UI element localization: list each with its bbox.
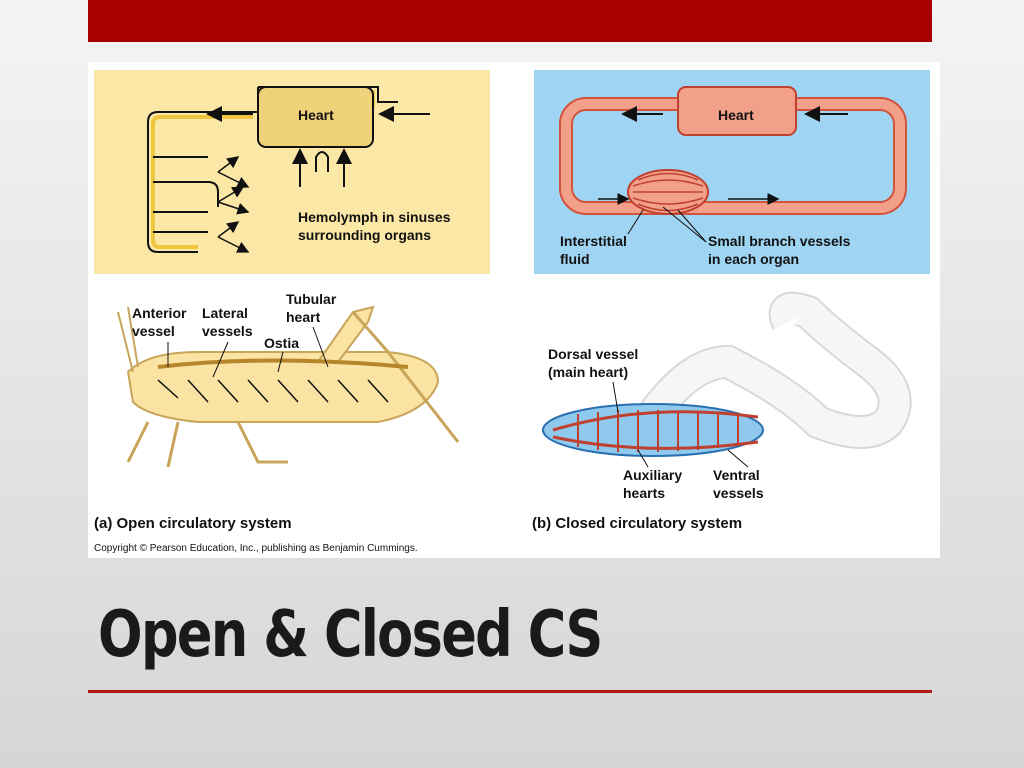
copyright-text: Copyright © Pearson Education, Inc., pub… [94, 543, 418, 554]
ostia-label: Ostia [264, 335, 299, 351]
figure-svg: Heart Hemolymph in sinuses surrounding o… [94, 70, 930, 554]
tubular-label-line1: Tubular [286, 291, 337, 307]
dorsal-label-line1: Dorsal vessel [548, 346, 638, 362]
branch-label-line1: Small branch vessels [708, 233, 851, 249]
earthworm-illustration: Dorsal vessel (main heart) Auxiliary hea… [542, 291, 912, 501]
branch-label-line2: in each organ [708, 251, 799, 267]
circulatory-figure: Heart Hemolymph in sinuses surrounding o… [88, 62, 940, 558]
caption-open: (a) Open circulatory system [94, 515, 292, 532]
ventral-label-line1: Ventral [713, 467, 760, 483]
ventral-label-line2: vessels [713, 485, 764, 501]
closed-heart-label: Heart [718, 107, 754, 123]
top-accent-bar [88, 0, 932, 42]
tubular-label-line2: heart [286, 309, 321, 325]
interstitial-label-line1: Interstitial [560, 233, 627, 249]
auxiliary-label-line1: Auxiliary [623, 467, 682, 483]
closed-circulation-panel: Heart Interstitial fluid Small branch ve… [534, 70, 930, 274]
sinus-label-line2: surrounding organs [298, 227, 431, 243]
anterior-label-line2: vessel [132, 323, 175, 339]
lateral-label-line1: Lateral [202, 305, 248, 321]
slide-title: Open & Closed CS [98, 598, 603, 672]
caption-closed: (b) Closed circulatory system [532, 515, 742, 532]
sinus-label-line1: Hemolymph in sinuses [298, 209, 451, 225]
interstitial-label-line2: fluid [560, 251, 590, 267]
lateral-label-line2: vessels [202, 323, 253, 339]
open-heart-shape [257, 86, 374, 148]
grasshopper-body [126, 351, 440, 423]
anterior-label-line1: Anterior [132, 305, 187, 321]
dorsal-label-line2: (main heart) [548, 364, 628, 380]
open-circulation-panel: Heart Hemolymph in sinuses surrounding o… [94, 70, 490, 274]
grasshopper-illustration: Anterior vessel Lateral vessels Tubular … [117, 291, 460, 468]
auxiliary-label-line2: hearts [623, 485, 665, 501]
bottom-accent-rule [88, 690, 932, 693]
closed-heart-shape [677, 86, 797, 136]
open-heart-label: Heart [298, 107, 334, 123]
